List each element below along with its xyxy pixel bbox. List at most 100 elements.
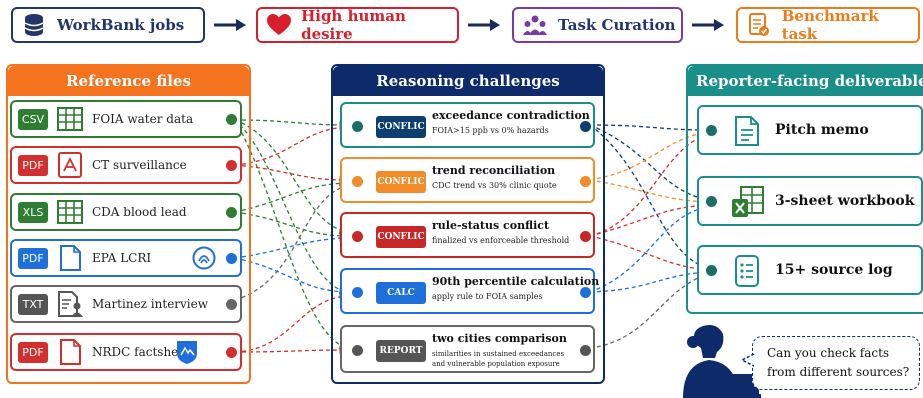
heart-icon — [266, 12, 291, 38]
challenge-title: trend reconciliation — [432, 164, 556, 177]
pipeline-step-human-desire: High human desire — [256, 7, 459, 43]
reference-file-ct-surveillance[interactable]: PDF CT surveillance — [10, 146, 242, 184]
connector-dot — [706, 265, 717, 276]
pipeline-step-label: WorkBank jobs — [57, 16, 185, 34]
deliverable-pitch-memo[interactable]: Pitch memo — [697, 105, 923, 155]
challenge-description: similarities in sustained exceedances — [432, 350, 565, 358]
epa-logo-icon — [192, 246, 216, 270]
connector-dot — [580, 287, 591, 298]
challenge-type-badge: CONFLIC — [376, 116, 426, 138]
connector-dot — [352, 121, 363, 132]
challenge-type-badge: CALC — [376, 282, 426, 304]
challenge-description: FOIA>15 ppb vs 0% hazards — [432, 126, 549, 135]
reference-file-label: CT surveillance — [92, 158, 187, 172]
file-type-badge: PDF — [18, 342, 48, 363]
speech-bubble-text: Can you check facts — [767, 346, 890, 360]
reference-file-label: EPA LCRI — [92, 251, 152, 265]
reference-file-label: NRDC factsheet — [92, 345, 191, 359]
deliverable-workbook[interactable]: 3-sheet workbook — [697, 176, 923, 226]
reference-file-label: FOIA water data — [92, 112, 194, 126]
file-type-badge: PDF — [18, 248, 48, 269]
connector-dot — [352, 176, 363, 187]
deliverable-source-log[interactable]: 15+ source log — [697, 245, 923, 295]
deliverable-label: 15+ source log — [775, 262, 893, 278]
reporter-figure-icon — [683, 325, 761, 398]
challenge-description: finalized vs enforceable threshold — [432, 236, 570, 245]
deliverable-label: Pitch memo — [775, 122, 869, 138]
connector-dot — [580, 121, 591, 132]
reference-file-martinez-interview[interactable]: TXT Martinez interview — [10, 285, 242, 323]
shield-logo-icon — [177, 341, 197, 364]
person-doc-icon — [58, 291, 83, 317]
connector-dot — [226, 114, 237, 125]
challenge-exceedance-contradiction[interactable]: CONFLIC exceedance contradiction FOIA>15… — [340, 102, 595, 148]
connector-dot — [352, 231, 363, 242]
challenge-trend-reconciliation[interactable]: CONFLIC trend reconciliation CDC trend v… — [340, 157, 595, 203]
connector-dot — [580, 231, 591, 242]
reference-file-label: CDA blood lead — [92, 205, 187, 219]
panel-title: Reference files — [8, 66, 249, 96]
deliverable-label: 3-sheet workbook — [775, 193, 915, 209]
challenge-type-badge: CONFLIC — [376, 226, 426, 248]
pipeline-step-task-curation: Task Curation — [512, 7, 683, 43]
document-icon — [60, 245, 81, 271]
connector-dot — [580, 176, 591, 187]
panel-title: Reporter-facing deliverables — [688, 66, 923, 96]
connector-dot — [226, 253, 237, 264]
challenge-rule-status-conflict[interactable]: CONFLIC rule-status conflict finalized v… — [340, 212, 595, 258]
reference-file-foia[interactable]: CSV FOIA water data — [10, 100, 242, 138]
pipeline-step-label: Benchmark task — [781, 7, 879, 43]
challenge-two-cities-comparison[interactable]: REPORT two cities comparison similaritie… — [340, 325, 595, 373]
speech-bubble: Can you check facts from different sourc… — [752, 336, 920, 390]
speech-bubble-text: from different sources? — [767, 365, 910, 379]
speech-bubble-tail — [741, 353, 755, 367]
challenge-description: apply rule to FOIA samples — [432, 292, 543, 301]
challenge-percentile-calculation[interactable]: CALC 90th percentile calculation apply r… — [340, 268, 599, 314]
pipeline-step-benchmark: Benchmark task — [736, 7, 920, 43]
memo-icon — [735, 116, 759, 146]
right-arrow-icon — [692, 19, 724, 31]
table-icon — [57, 200, 83, 224]
file-type-badge: PDF — [18, 155, 48, 176]
file-type-badge: CSV — [18, 109, 48, 130]
challenge-title: exceedance contradiction — [432, 109, 590, 122]
pdf-icon — [58, 152, 82, 178]
list-icon — [735, 255, 759, 287]
challenge-description: and vulnerable population exposure — [432, 360, 560, 368]
right-arrow-icon — [214, 19, 246, 31]
connector-dot — [226, 299, 237, 310]
connector-dot — [706, 196, 717, 207]
file-type-badge: TXT — [18, 294, 48, 315]
reference-files-panel: Reference files — [6, 64, 251, 384]
connector-dot — [580, 345, 591, 356]
challenge-type-badge: REPORT — [376, 340, 426, 362]
connector-dot — [226, 160, 237, 171]
document-icon — [60, 339, 81, 365]
challenge-title: 90th percentile calculation — [432, 275, 600, 288]
table-icon — [57, 107, 83, 131]
challenge-title: rule-status conflict — [432, 219, 550, 232]
checklist-icon — [746, 12, 772, 38]
pipeline-step-label: High human desire — [301, 7, 406, 43]
reference-file-epa-lcri[interactable]: PDF EPA LCRI — [10, 239, 242, 277]
pipeline-step-label: Task Curation — [558, 16, 676, 34]
reasoning-challenges-panel: Reasoning challenges — [331, 64, 605, 384]
challenge-description: CDC trend vs 30% clinic quote — [432, 181, 557, 190]
deliverables-panel: Reporter-facing deliverables — [686, 64, 923, 314]
team-icon — [522, 12, 548, 38]
reference-file-cda-blood-lead[interactable]: XLS CDA blood lead — [10, 193, 242, 231]
panel-title: Reasoning challenges — [333, 66, 603, 96]
connector-dot — [706, 125, 717, 136]
connector-dot — [226, 207, 237, 218]
excel-icon — [732, 186, 764, 217]
challenge-title: two cities comparison — [432, 332, 567, 345]
right-arrow-icon — [468, 19, 500, 31]
connector-dot — [352, 345, 363, 356]
challenge-type-badge: CONFLIC — [376, 171, 426, 193]
connector-dot — [226, 347, 237, 358]
reference-file-label: Martinez interview — [92, 297, 209, 311]
database-icon — [21, 12, 47, 38]
connector-dot — [352, 287, 363, 298]
reference-file-nrdc-factsheet[interactable]: PDF NRDC factsheet — [10, 333, 242, 371]
file-type-badge: XLS — [18, 202, 48, 223]
